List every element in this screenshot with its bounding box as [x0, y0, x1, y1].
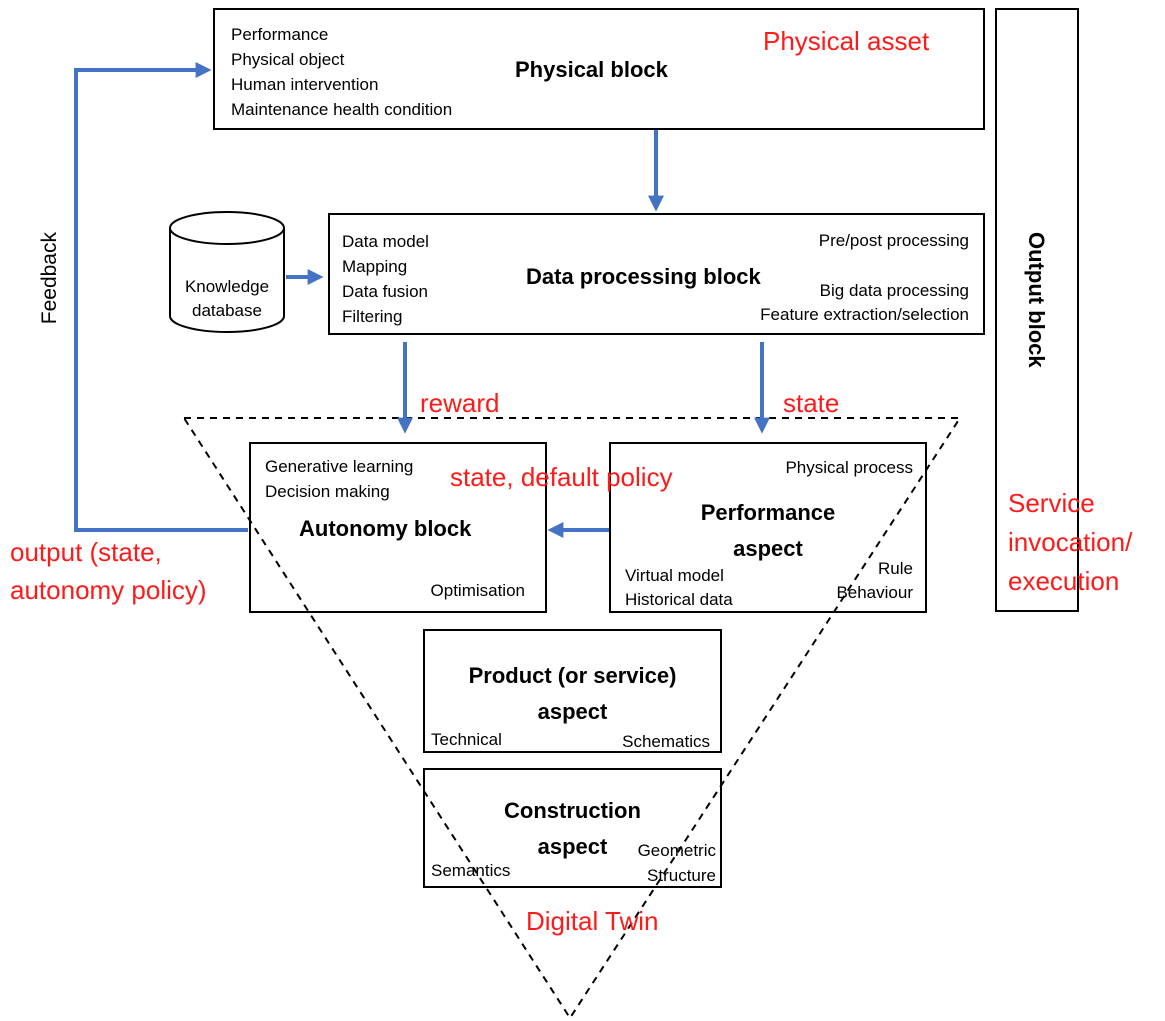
service-label-1: Service	[1008, 488, 1095, 518]
performance-title-2: aspect	[733, 536, 803, 561]
output-label-2: autonomy policy)	[10, 575, 207, 605]
autonomy-item-decision: Decision making	[265, 482, 390, 501]
digital-twin-label: Digital Twin	[526, 906, 659, 936]
physical-item-maintenance: Maintenance health condition	[231, 100, 453, 119]
product-title-1: Product (or service)	[468, 663, 677, 688]
construction-title-2: aspect	[537, 834, 608, 859]
physical-block-title: Physical block	[515, 57, 668, 82]
data-item-mapping: Mapping	[342, 257, 408, 276]
performance-item-virtual: Virtual model	[625, 566, 724, 585]
autonomy-item-generative: Generative learning	[265, 457, 414, 476]
service-label-3: execution	[1008, 566, 1120, 596]
data-item-model: Data model	[342, 232, 429, 251]
state-label: state	[783, 388, 840, 418]
product-item-schematics: Schematics	[622, 732, 710, 751]
construction-item-structure: Structure	[647, 866, 716, 885]
knowledge-database-label-2: database	[192, 301, 262, 320]
construction-aspect: Construction aspect Semantics Geometric …	[423, 768, 722, 888]
performance-item-rule: Rule	[878, 559, 913, 578]
product-item-technical: Technical	[431, 730, 502, 749]
physical-asset-label: Physical asset	[763, 26, 930, 56]
data-item-bigdata: Big data processing	[819, 281, 969, 300]
product-title-2: aspect	[537, 699, 608, 724]
performance-item-historical: Historical data	[625, 590, 733, 609]
state-default-policy-label: state, default policy	[450, 462, 673, 492]
data-item-filtering: Filtering	[342, 307, 403, 326]
physical-item-performance: Performance	[231, 25, 329, 44]
feedback-label: Feedback	[38, 232, 61, 325]
feedback-loop-arrow	[74, 62, 248, 532]
reward-label: reward	[420, 388, 500, 418]
service-label-2: invocation/	[1008, 527, 1133, 557]
autonomy-block: Generative learning Decision making Auto…	[249, 442, 547, 613]
product-aspect: Product (or service) aspect Technical Sc…	[423, 629, 722, 753]
construction-item-semantics: Semantics	[431, 861, 511, 880]
construction-title-1: Construction	[504, 798, 641, 823]
knowledge-database-label-1: Knowledge	[184, 277, 270, 296]
data-processing-title: Data processing block	[526, 264, 761, 289]
performance-item-physical-process: Physical process	[785, 458, 913, 477]
data-item-feature: Feature extraction/selection	[760, 305, 969, 324]
output-block-title: Output block	[1024, 232, 1049, 368]
performance-item-behaviour: Behaviour	[836, 583, 913, 602]
knowledge-database-cylinder	[169, 211, 285, 333]
autonomy-item-optimisation: Optimisation	[430, 581, 525, 600]
data-item-fusion: Data fusion	[342, 282, 428, 301]
physical-item-object: Physical object	[231, 50, 345, 69]
digital-twin-triangle	[182, 417, 962, 1020]
construction-item-geometric: Geometric	[637, 841, 716, 860]
autonomy-block-title: Autonomy block	[299, 516, 472, 541]
data-processing-block: Data model Mapping Data fusion Filtering…	[328, 213, 985, 335]
output-block: Output block	[995, 8, 1079, 612]
data-item-prepost: Pre/post processing	[818, 231, 969, 250]
performance-aspect: Physical process Performance aspect Virt…	[609, 442, 927, 613]
physical-block: Performance Physical object Human interv…	[213, 8, 985, 130]
physical-item-human: Human intervention	[231, 75, 379, 94]
performance-title-1: Performance	[700, 500, 836, 525]
output-label-1: output (state,	[10, 537, 162, 567]
